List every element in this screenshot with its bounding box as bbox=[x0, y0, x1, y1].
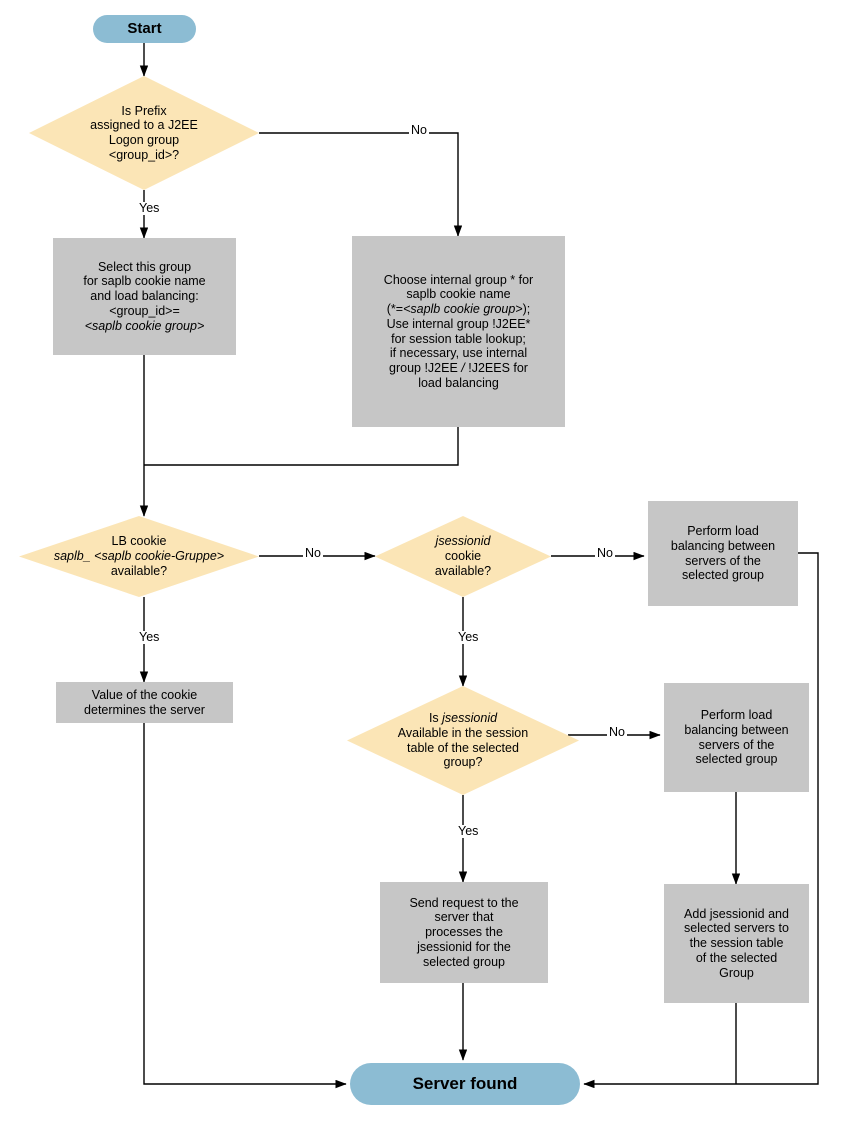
text: No bbox=[305, 546, 321, 560]
text: No bbox=[597, 546, 613, 560]
seg: saplb cookie name bbox=[406, 287, 511, 302]
seg: cookie bbox=[444, 549, 482, 564]
edge-label-jsessionidcookie-no: No bbox=[595, 547, 615, 560]
line: selected group bbox=[422, 954, 505, 969]
node-send-request[interactable]: Send request to the server that processe… bbox=[380, 882, 548, 983]
node-perform-lb-bottom[interactable]: Perform load balancing between servers o… bbox=[664, 683, 809, 792]
node-add-jsessionid[interactable]: Add jsessionid and selected servers to t… bbox=[664, 884, 809, 1003]
node-server-found-label: Server found bbox=[412, 1073, 518, 1093]
node-select-group[interactable]: Select this group for saplb cookie name … bbox=[53, 238, 236, 355]
node-add-jsessionid-text: Add jsessionid and selected servers to t… bbox=[684, 907, 789, 981]
seg: group? bbox=[443, 755, 483, 770]
line: of the selected bbox=[695, 950, 778, 965]
line: jsessionid for the bbox=[417, 939, 511, 954]
node-choose-internal-group[interactable]: Choose internal group * for saplb cookie… bbox=[352, 236, 565, 427]
line: the session table bbox=[689, 936, 784, 951]
node-lb-cookie-decision-text: LB cookie saplb_ <saplb cookie-Gruppe> a… bbox=[23, 534, 255, 578]
edge-label-prefix-yes: Yes bbox=[137, 201, 162, 215]
line: Is Prefix bbox=[121, 103, 167, 118]
line: servers of the bbox=[698, 737, 775, 752]
text: Yes bbox=[139, 201, 160, 215]
seg: LB cookie bbox=[111, 534, 167, 549]
node-send-request-text: Send request to the server that processe… bbox=[409, 896, 518, 970]
edge-prefix-no bbox=[259, 132, 463, 237]
line: Group bbox=[719, 965, 754, 980]
node-perform-lb-top[interactable]: Perform load balancing between servers o… bbox=[648, 501, 798, 606]
seg-italic: jsessionid bbox=[435, 534, 491, 549]
node-jsessionid-cookie-text: jsessionid cookie available? bbox=[403, 534, 523, 578]
line: Perform load bbox=[687, 524, 759, 538]
line-italic: <saplb cookie group> bbox=[84, 318, 205, 333]
line: selected servers to bbox=[684, 921, 789, 936]
text: No bbox=[411, 123, 427, 137]
line: selected group bbox=[695, 752, 778, 767]
node-prefix-decision-text: Is Prefix assigned to a J2EE Logon group… bbox=[60, 104, 228, 163]
line: Select this group bbox=[97, 259, 192, 274]
line: Send request to the bbox=[409, 895, 519, 910]
seg: load balancing bbox=[418, 375, 499, 390]
edge-label-prefix-no: No bbox=[409, 124, 429, 137]
seg-italic: saplb_ <saplb cookie-Gruppe> bbox=[53, 549, 225, 564]
node-start-label: Start bbox=[127, 20, 162, 38]
line: server that bbox=[434, 910, 494, 925]
edge-label-jsessionidtable-yes: Yes bbox=[456, 824, 481, 838]
seg: (*= bbox=[386, 302, 404, 316]
node-jsessionid-table-text: Is jsessionid Available in the session t… bbox=[377, 711, 549, 770]
seg: available? bbox=[110, 563, 168, 578]
line: servers of the bbox=[685, 553, 761, 568]
edge-performlbtop-to-serverfound bbox=[583, 552, 819, 1089]
node-perform-lb-top-text: Perform load balancing between servers o… bbox=[671, 524, 775, 583]
seg-italic: / bbox=[461, 361, 465, 375]
seg: Is bbox=[428, 711, 443, 725]
edge-label-lbcookie-yes: Yes bbox=[137, 630, 162, 644]
seg: if necessary, use internal bbox=[389, 346, 528, 361]
node-start[interactable]: Start bbox=[93, 15, 196, 43]
node-select-group-text: Select this group for saplb cookie name … bbox=[83, 260, 205, 334]
edge-label-jsessionidtable-no: No bbox=[607, 726, 627, 739]
line: Value of the cookie bbox=[91, 687, 198, 702]
edge-chooseinternal-down bbox=[144, 427, 459, 466]
seg: Use internal group !J2EE* bbox=[386, 316, 531, 331]
text: Yes bbox=[458, 824, 479, 838]
seg: table of the selected bbox=[407, 740, 519, 755]
line: Perform load bbox=[700, 708, 773, 722]
seg-italic: <saplb cookie group> bbox=[403, 302, 523, 316]
seg: group !J2EE bbox=[389, 361, 462, 375]
line: determines the server bbox=[84, 702, 205, 717]
text: Yes bbox=[139, 630, 160, 644]
seg: Available in the session bbox=[397, 725, 529, 740]
edge-label-lbcookie-no: No bbox=[303, 547, 323, 560]
seg: available? bbox=[434, 563, 492, 578]
edge-cookievalue-to-serverfound bbox=[143, 723, 347, 1089]
node-cookie-value-determines[interactable]: Value of the cookie determines the serve… bbox=[56, 682, 233, 723]
node-choose-internal-group-text: Choose internal group * for saplb cookie… bbox=[384, 273, 533, 391]
line: <group_id>? bbox=[108, 147, 180, 162]
line: Logon group bbox=[108, 133, 180, 147]
line: assigned to a J2EE bbox=[90, 118, 198, 133]
seg: Choose internal group * for bbox=[383, 272, 534, 287]
line: for saplb cookie name bbox=[83, 274, 206, 289]
line: selected group bbox=[681, 568, 764, 583]
seg: !J2EES for bbox=[464, 361, 528, 375]
text: No bbox=[609, 725, 625, 739]
line: and load balancing: bbox=[90, 289, 199, 304]
seg-italic: jsessionid bbox=[442, 711, 498, 725]
line: balancing between bbox=[684, 722, 789, 737]
line: Add jsessionid and bbox=[684, 906, 789, 921]
node-server-found[interactable]: Server found bbox=[350, 1063, 580, 1105]
text: Yes bbox=[458, 630, 479, 644]
seg: for session table lookup; bbox=[391, 331, 526, 346]
line: processes the bbox=[425, 925, 503, 940]
edge-label-jsessionidcookie-yes: Yes bbox=[456, 630, 481, 644]
line: <group_id>= bbox=[109, 303, 180, 318]
node-perform-lb-bottom-text: Perform load balancing between servers o… bbox=[684, 708, 788, 767]
node-cookie-value-text: Value of the cookie determines the serve… bbox=[84, 688, 205, 718]
seg: ); bbox=[522, 302, 531, 316]
line: balancing between bbox=[670, 538, 776, 553]
